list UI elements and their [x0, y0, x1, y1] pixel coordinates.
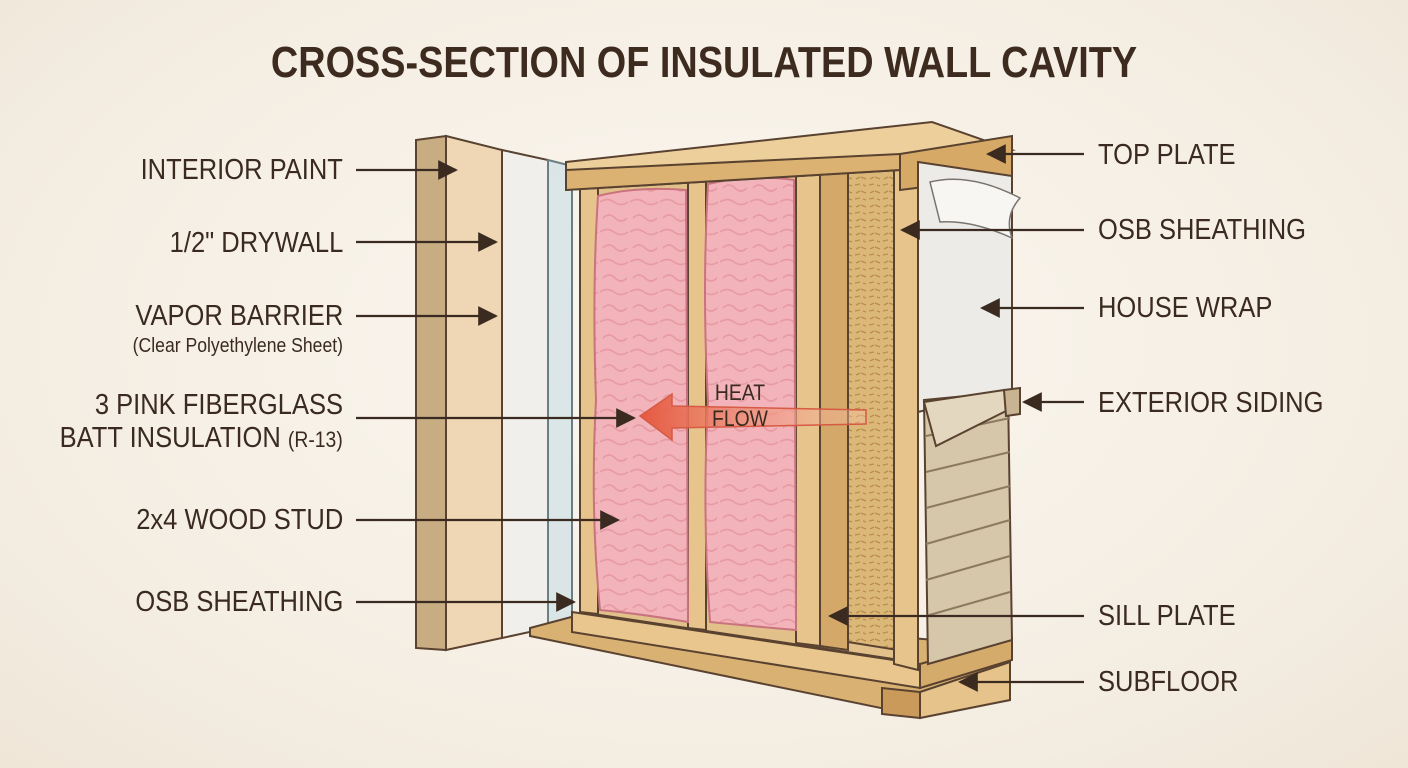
label-interior-paint: INTERIOR PAINT — [140, 154, 343, 186]
interior-paint-layer — [415, 134, 503, 652]
label-top-plate: TOP PLATE — [1098, 139, 1236, 171]
label-insulation-rating: (R-13) — [288, 427, 343, 452]
label-insulation-line2-text: BATT INSULATION — [59, 422, 282, 454]
label-drywall: 1/2" DRYWALL — [169, 227, 343, 259]
sill-plate-board — [571, 610, 1013, 690]
label-vapor-barrier: VAPOR BARRIER — [135, 300, 343, 332]
left-leader-lines — [356, 160, 636, 612]
label-insulation-line1: 3 PINK FIBERGLASS — [94, 389, 343, 421]
label-wood-stud: 2x4 WOOD STUD — [135, 504, 343, 536]
wood-studs — [579, 158, 919, 672]
heat-flow-line1: HEAT — [714, 380, 766, 405]
exterior-siding-panels — [922, 386, 1021, 666]
drywall-layer — [501, 148, 549, 640]
right-leader-lines — [828, 144, 1084, 692]
top-plate-board — [565, 120, 1016, 192]
heat-flow-label: HEAT FLOW — [705, 380, 775, 432]
diagram-title: CROSS-SECTION OF INSULATED WALL CAVITY — [270, 38, 1138, 87]
vapor-barrier-layer — [547, 158, 573, 630]
label-house-wrap: HOUSE WRAP — [1098, 292, 1273, 324]
label-osb-sheathing-right: OSB SHEATHING — [1098, 214, 1306, 246]
label-vapor-barrier-note: (Clear Polyethylene Sheet) — [132, 335, 343, 357]
label-sill-plate: SILL PLATE — [1098, 600, 1236, 632]
heat-flow-arrow — [638, 392, 867, 442]
house-wrap-layer — [917, 160, 1022, 414]
label-insulation-line2: BATT INSULATION (R-13) — [60, 421, 343, 457]
label-exterior-siding: EXTERIOR SIDING — [1098, 387, 1324, 419]
osb-inner-panel — [847, 166, 899, 652]
label-subfloor: SUBFLOOR — [1098, 666, 1239, 698]
heat-flow-line2: FLOW — [712, 406, 768, 431]
label-osb-sheathing-left: OSB SHEATHING — [135, 586, 343, 618]
